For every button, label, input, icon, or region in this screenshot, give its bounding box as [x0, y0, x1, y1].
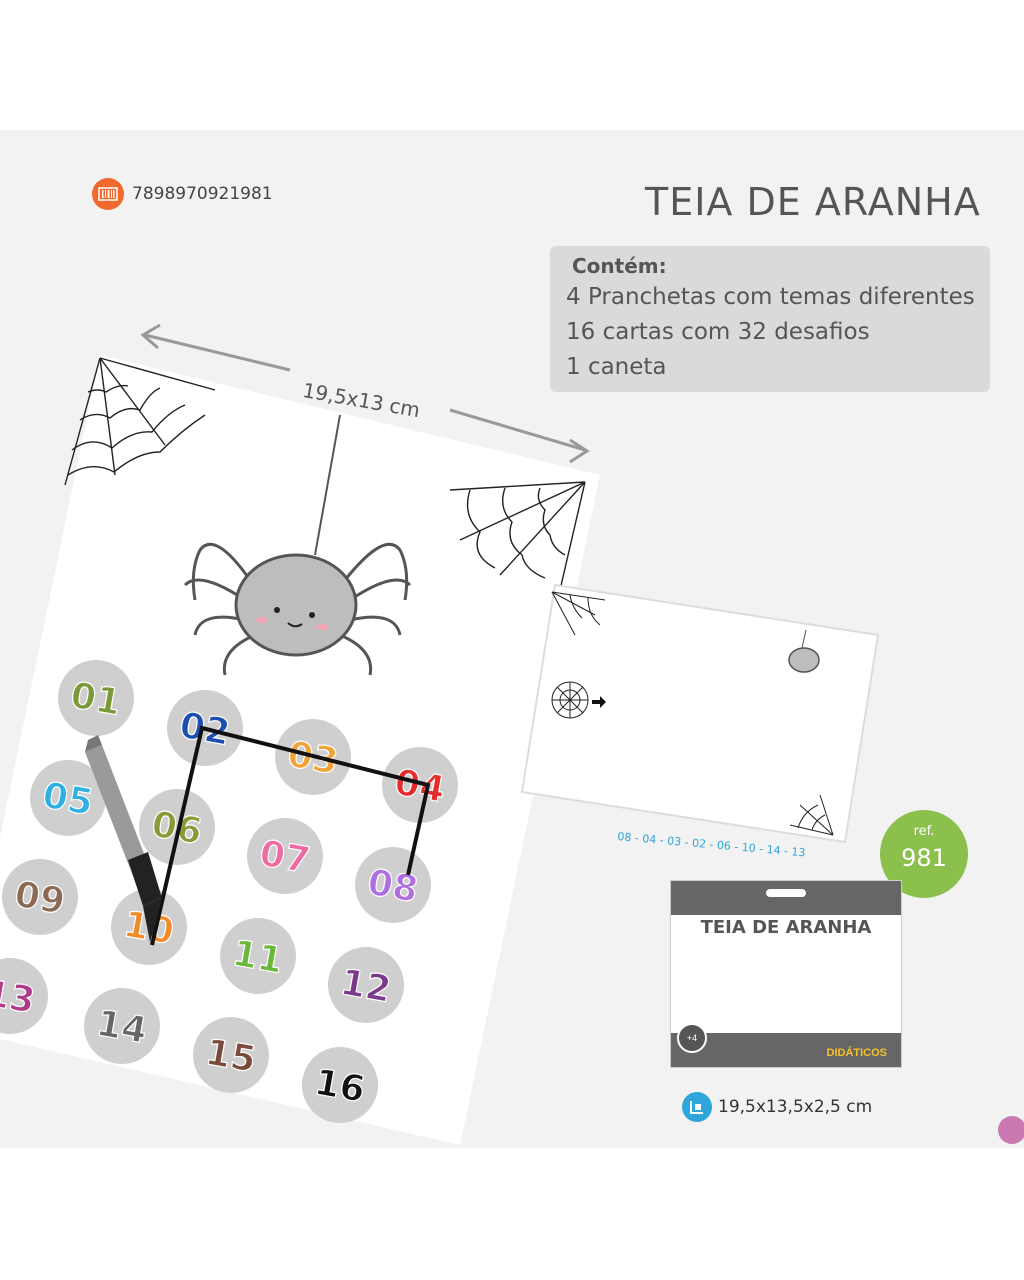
- spider-web-icon: [551, 681, 589, 719]
- challenge-card: [520, 583, 880, 844]
- drawn-path: [150, 725, 431, 946]
- brand-logo: DIDÁTICOS: [826, 1047, 888, 1059]
- contents-item: 16 cartas com 32 desafios: [566, 319, 870, 345]
- dimensions-row: 19,5x13,5x2,5 cm: [682, 1092, 872, 1122]
- spider-web-icon: [551, 591, 606, 636]
- product-box: TEIA DE ARANHA +4 DIDÁTICOS: [670, 880, 902, 1068]
- number-circle: 12: [328, 947, 404, 1023]
- contents-item: 1 caneta: [566, 354, 667, 380]
- number-label: 01: [68, 675, 124, 724]
- number-label: 09: [12, 874, 68, 923]
- number-circle-bg: [193, 1017, 269, 1093]
- number-circle: 11: [220, 918, 296, 994]
- number-circle: 08: [355, 847, 431, 923]
- contents-item: 4 Pranchetas com temas diferentes: [566, 284, 975, 310]
- number-circle: 05: [30, 760, 106, 836]
- number-circle-bg: [328, 947, 404, 1023]
- ref-number: 981: [901, 844, 947, 872]
- spider-icon: [788, 629, 820, 673]
- spider-web-icon: [449, 481, 586, 591]
- box-dimensions-icon: [682, 1092, 712, 1122]
- number-label: 05: [40, 775, 96, 824]
- spider-icon: [183, 414, 412, 676]
- box-top-band: [671, 881, 901, 915]
- number-label: 14: [94, 1003, 150, 1052]
- product-sheet: 7898970921981 TEIA DE ARANHA Contém: 4 P…: [0, 130, 1024, 1148]
- number-circle: 03: [275, 719, 351, 795]
- spider-web-icon: [64, 357, 216, 486]
- number-circle: 09: [2, 859, 78, 935]
- number-label: 15: [203, 1032, 259, 1081]
- spider-web-icon: [789, 794, 834, 836]
- number-circle: 06: [139, 789, 215, 865]
- age-badge: +4: [677, 1023, 707, 1053]
- number-circle-bg: [247, 818, 323, 894]
- contents-heading: Contém:: [572, 254, 667, 278]
- number-circle-bg: [220, 918, 296, 994]
- contents-box: Contém: 4 Pranchetas com temas diferente…: [550, 246, 990, 392]
- product-title: TEIA DE ARANHA: [645, 180, 981, 224]
- number-label: 16: [312, 1062, 368, 1111]
- number-label: 04: [392, 762, 448, 811]
- number-circle-bg: [302, 1047, 378, 1123]
- number-label: 12: [338, 962, 394, 1011]
- number-circle-bg: [139, 789, 215, 865]
- dimension-arrow: [140, 323, 590, 464]
- box-title: TEIA DE ARANHA: [700, 917, 872, 938]
- hang-hole: [766, 889, 806, 897]
- number-circle-bg: [58, 660, 134, 736]
- number-circle-bg: [30, 760, 106, 836]
- number-label: 11: [230, 933, 286, 982]
- number-circle-bg: [84, 988, 160, 1064]
- barcode-number: 7898970921981: [132, 184, 273, 204]
- number-circle: 01: [58, 660, 134, 736]
- ref-label: ref.: [913, 824, 935, 839]
- number-circle: 16: [302, 1047, 378, 1123]
- dimensions-text: 19,5x13,5x2,5 cm: [718, 1097, 873, 1117]
- number-label: 03: [285, 734, 341, 783]
- board-illustration: 01020304050607080910111213141516: [0, 323, 1024, 1145]
- number-circle: 15: [193, 1017, 269, 1093]
- number-circle: 14: [84, 988, 160, 1064]
- number-label: 07: [257, 833, 313, 882]
- decorative-blob: [998, 1116, 1024, 1144]
- arrow-right-icon: [592, 696, 606, 708]
- number-circle-bg: [2, 859, 78, 935]
- number-circle: 07: [247, 818, 323, 894]
- barcode-icon: [92, 178, 124, 210]
- pen-icon: [85, 735, 162, 942]
- number-circle-bg: [0, 958, 48, 1034]
- ref-badge: ref. 981: [880, 810, 968, 898]
- box-bottom-band: +4 DIDÁTICOS: [671, 1023, 901, 1067]
- number-label: 13: [0, 973, 38, 1022]
- number-circle: 13: [0, 958, 48, 1034]
- barcode-row: 7898970921981: [92, 178, 273, 210]
- number-label: 08: [365, 862, 421, 911]
